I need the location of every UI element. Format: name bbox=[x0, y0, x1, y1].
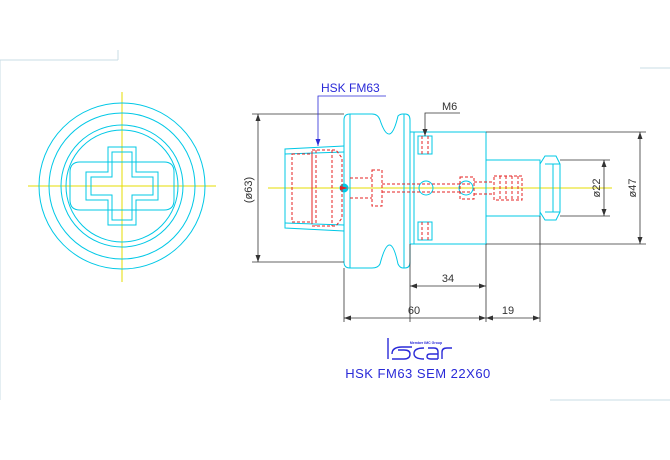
drawing-title: HSK FM63 SEM 22X60 bbox=[345, 366, 491, 381]
end-view-outline bbox=[38, 102, 206, 270]
logo-mark-icon bbox=[387, 338, 452, 360]
dim-flange-diameter: (ø63) bbox=[243, 177, 255, 203]
hsk-callout: HSK FM63 bbox=[321, 81, 380, 95]
iscar-logo: Member IMC Group iscar bbox=[0, 0, 452, 360]
dimension-lines bbox=[252, 112, 646, 322]
side-view bbox=[268, 113, 612, 269]
hsk-arrow-tip bbox=[340, 186, 348, 190]
thread-callout: M6 bbox=[442, 101, 457, 113]
dim-bore-diameter: ø22 bbox=[591, 179, 603, 198]
sheet-frame bbox=[0, 50, 670, 401]
dim-length-19: 19 bbox=[502, 305, 514, 317]
hsk-callout-leader bbox=[317, 95, 386, 146]
logo-word: iscar bbox=[0, 0, 3, 1]
hidden-features bbox=[291, 136, 523, 240]
hsk-callout-arrowhead bbox=[315, 139, 321, 146]
dim-outer-diameter: ø47 bbox=[627, 179, 639, 198]
dimension-arrowheads bbox=[255, 114, 643, 321]
dim-length-60: 60 bbox=[408, 305, 420, 317]
logo-subtitle: Member IMC Group bbox=[410, 341, 442, 345]
end-view-centerlines bbox=[28, 92, 216, 282]
end-view bbox=[28, 92, 216, 282]
dim-length-34: 34 bbox=[442, 273, 454, 285]
